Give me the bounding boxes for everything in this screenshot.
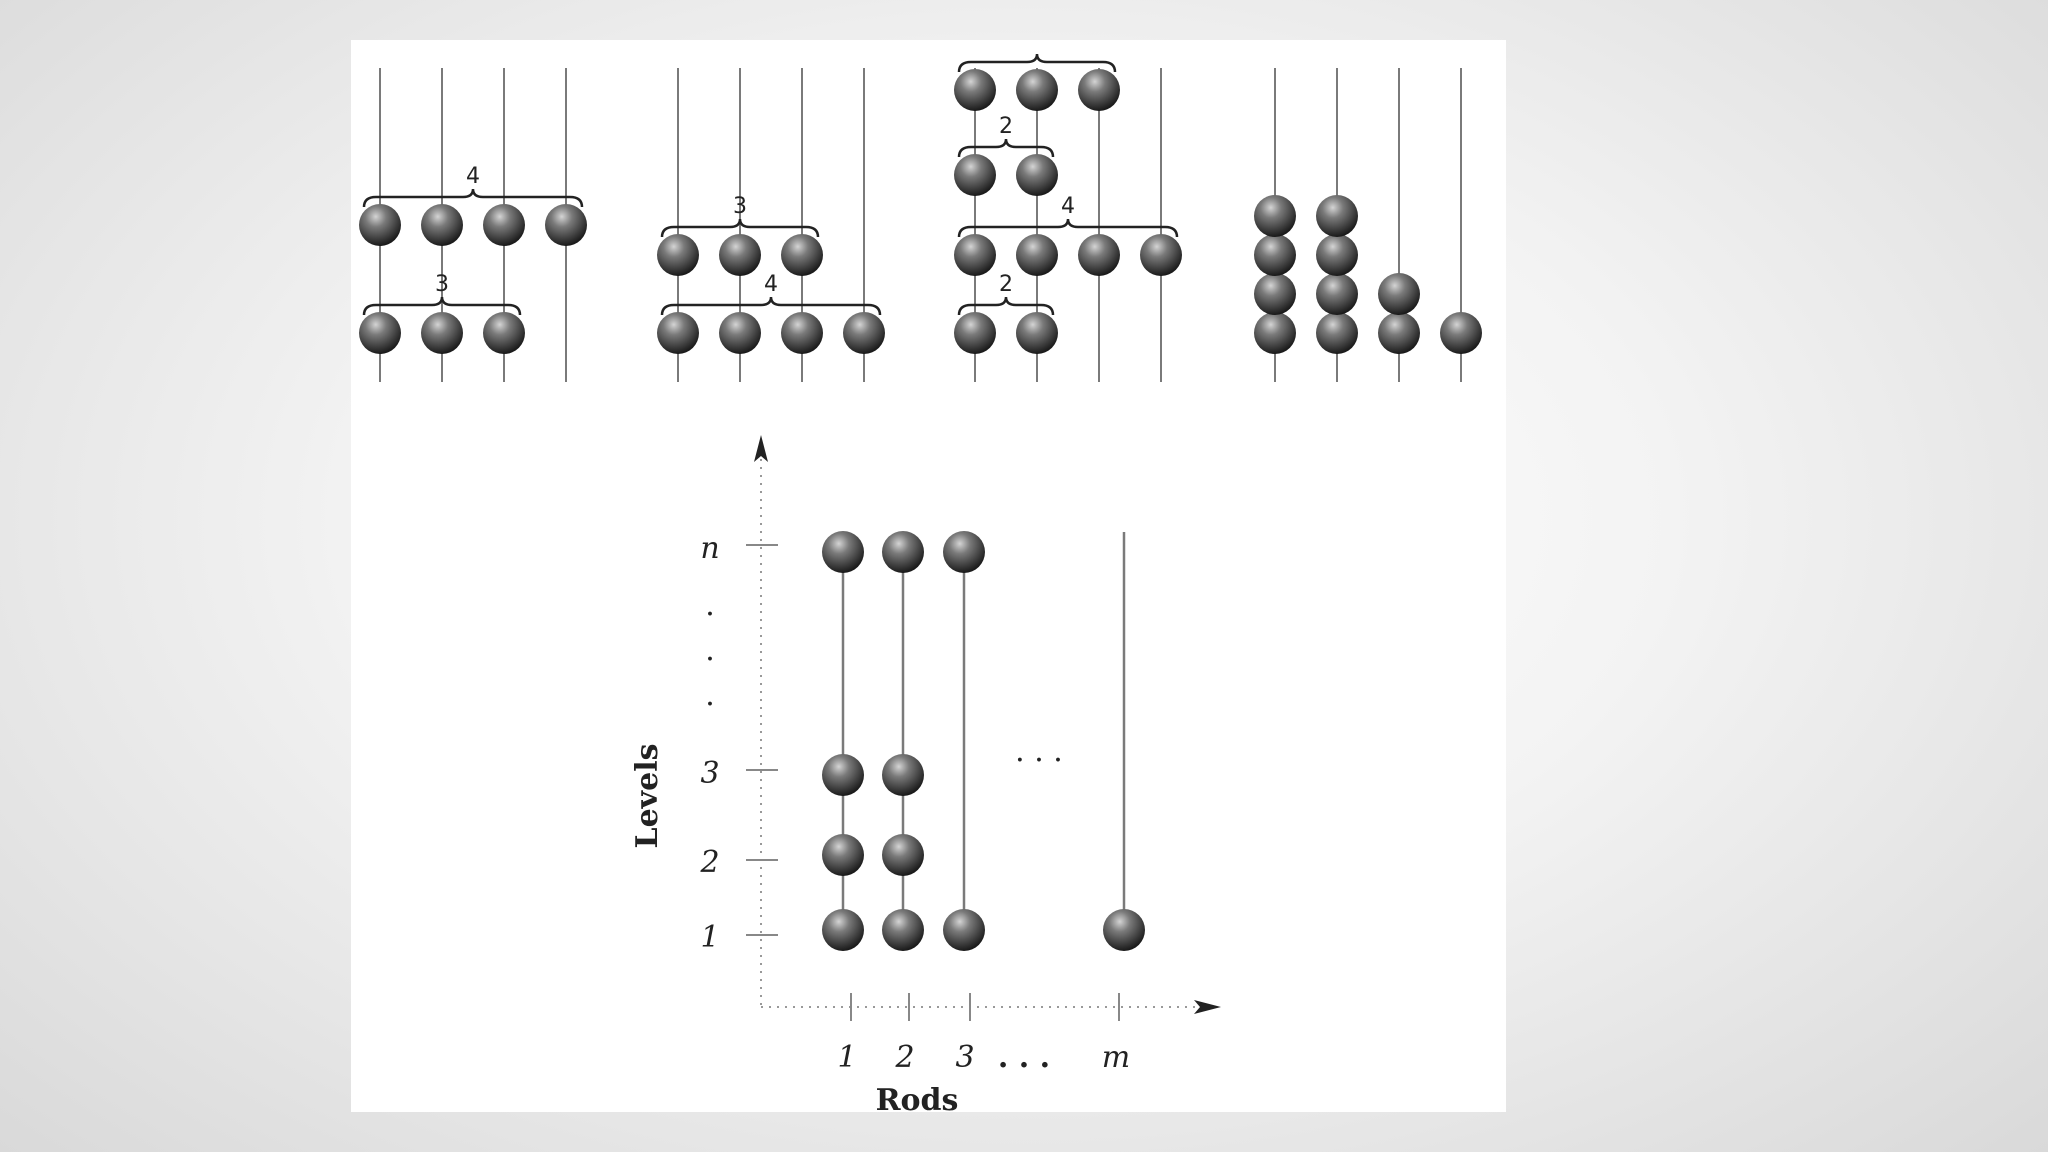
brace-label: 3 [733,194,747,219]
configuration-4 [1254,68,1482,382]
bead [1016,69,1058,111]
bead [657,234,699,276]
bead [1103,909,1145,951]
bead [1016,154,1058,196]
bead [882,909,924,951]
bead [1378,312,1420,354]
brace-label: 4 [764,272,778,297]
bead [483,204,525,246]
bead [843,312,885,354]
brace [362,296,522,316]
bead [882,834,924,876]
bead [545,204,587,246]
brace [957,138,1055,158]
bead [1440,312,1482,354]
bead [483,312,525,354]
bead [882,754,924,796]
brace [660,296,882,316]
bead [1016,312,1058,354]
configuration-1: 43 [359,68,587,382]
y-axis-label: Levels [630,744,665,849]
brace [957,53,1117,73]
middle-ellipsis: · · · [1015,743,1063,778]
bead [943,531,985,573]
x-tick-ellipsis: . . . [998,1040,1050,1075]
bead [421,204,463,246]
bead [1254,234,1296,276]
bead [719,312,761,354]
bead [822,531,864,573]
bead [1254,195,1296,237]
bead [719,234,761,276]
y-ellipsis-dot: · [705,687,715,722]
bead [1254,312,1296,354]
y-ellipsis-dot: · [705,642,715,677]
bead [954,234,996,276]
bead [822,834,864,876]
bead [359,312,401,354]
bottom-rods [822,531,1145,951]
bead [954,312,996,354]
rods-levels-chart: n 3 2 1 · · · 1 2 3 . . . m · · · [630,435,1221,1118]
brace-label: 4 [1061,194,1075,219]
brace-label: 2 [999,272,1013,297]
y-tick-label-2: 2 [699,845,719,880]
bead [1316,234,1358,276]
x-tick-label-3: 3 [955,1040,974,1075]
x-axis-label: Rods [876,1083,959,1112]
y-axis-arrowhead [754,435,768,462]
bead [954,69,996,111]
brace [957,218,1179,238]
x-tick-label-m: m [1102,1040,1130,1075]
bead [781,312,823,354]
brace [957,296,1055,316]
bead [1316,312,1358,354]
configuration-3: 2 4 2 [954,53,1182,382]
x-axis-arrowhead [1194,1000,1221,1014]
bead [1316,195,1358,237]
brace [362,188,584,208]
bead [822,909,864,951]
brace-label: 4 [466,164,480,189]
bead [781,234,823,276]
bead [421,312,463,354]
bead [1254,273,1296,315]
y-tick-label-3: 3 [700,756,719,791]
configuration-2: 34 [657,68,885,382]
bead [657,312,699,354]
bead [359,204,401,246]
bead [1140,234,1182,276]
brace [660,218,820,238]
y-tick-label-1: 1 [700,920,719,955]
x-tick-label-1: 1 [837,1040,856,1075]
bead [954,154,996,196]
bead [822,754,864,796]
bead [1078,69,1120,111]
bead [1016,234,1058,276]
x-tick-label-2: 2 [894,1040,914,1075]
bead [1316,273,1358,315]
y-ellipsis-dot: · [705,597,715,632]
brace-label: 3 [435,272,449,297]
bead [943,909,985,951]
bead [1078,234,1120,276]
brace-label: 2 [999,114,1013,139]
bead [1378,273,1420,315]
bead [882,531,924,573]
y-tick-label-n: n [700,531,719,566]
